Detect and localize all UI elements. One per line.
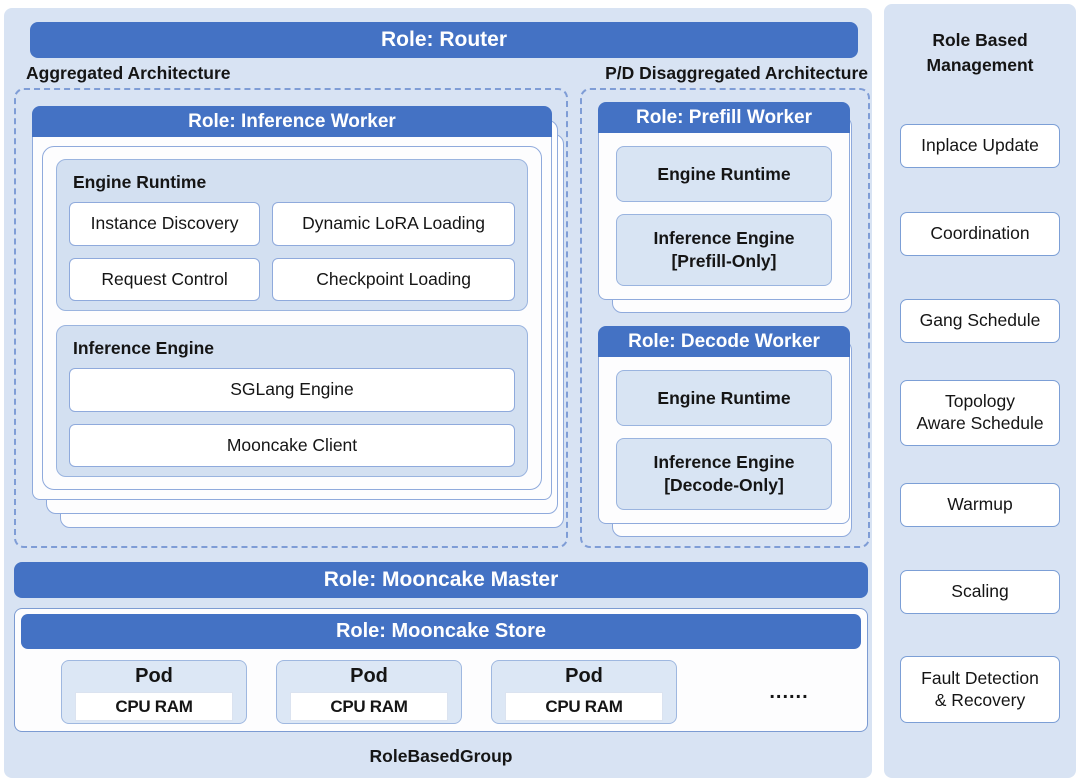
inference-worker-label: Role: Inference Worker	[188, 110, 396, 132]
inference-engine-section: Inference Engine SGLang Engine Mooncake …	[56, 325, 528, 477]
router-role-banner: Role: Router	[30, 22, 858, 58]
aggregated-architecture-box	[14, 88, 568, 548]
more-pods-ellipsis: ......	[769, 680, 809, 703]
cpu-ram-box: CPU RAM	[75, 692, 233, 721]
decode-worker-card: Role: Decode Worker Engine Runtime Infer…	[598, 326, 850, 524]
cpu-ram-box: CPU RAM	[505, 692, 663, 721]
decode-worker-stack: Role: Decode Worker Engine Runtime Infer…	[598, 326, 852, 537]
request-control-box: Request Control	[69, 257, 261, 301]
mooncake-master-label: Role: Mooncake Master	[323, 568, 559, 591]
sidebar-item-fault-detection-recovery: Fault Detection & Recovery	[900, 656, 1060, 723]
mooncake-client-box: Mooncake Client	[69, 423, 515, 467]
mooncake-store-card: Role: Mooncake Store Pod CPU RAM Pod CPU…	[14, 608, 868, 732]
pod-2: Pod CPU RAM	[276, 660, 462, 724]
sglang-engine-box: SGLang Engine	[69, 368, 515, 412]
role-based-management-panel: Role Based Management Inplace Update Coo…	[884, 4, 1076, 778]
role-based-management-title: Role Based Management	[926, 30, 1034, 75]
sidebar-item-inplace-update: Inplace Update	[900, 124, 1060, 168]
decode-worker-label: Role: Decode Worker	[628, 330, 820, 352]
decode-inference-engine-box: Inference Engine [Decode-Only]	[616, 438, 832, 510]
instance-discovery-box: Instance Discovery	[69, 202, 261, 246]
mooncake-master-banner: Role: Mooncake Master	[14, 562, 868, 598]
router-role-label: Role: Router	[381, 28, 507, 51]
pod-title: Pod	[135, 664, 173, 687]
pod-title: Pod	[565, 664, 603, 687]
sidebar-item-topology-aware-schedule: Topology Aware Schedule	[900, 380, 1060, 446]
sidebar-item-coordination: Coordination	[900, 212, 1060, 256]
inference-worker-stack: Role: Inference Worker Engine Runtime In…	[32, 106, 564, 528]
inference-worker-banner: Role: Inference Worker	[32, 106, 552, 137]
sidebar-item-warmup: Warmup	[900, 483, 1060, 527]
dynamic-lora-loading-box: Dynamic LoRA Loading	[272, 202, 515, 246]
pod-title: Pod	[350, 664, 388, 687]
inference-worker-inner-panel: Engine Runtime Instance Discovery Dynami…	[42, 146, 542, 490]
engine-runtime-title: Engine Runtime	[73, 172, 207, 192]
aggregated-architecture-label: Aggregated Architecture	[26, 63, 231, 83]
cpu-ram-box: CPU RAM	[290, 692, 448, 721]
decode-worker-banner: Role: Decode Worker	[598, 326, 850, 357]
sidebar-item-scaling: Scaling	[900, 570, 1060, 614]
inference-engine-list: SGLang Engine Mooncake Client	[69, 368, 515, 467]
mooncake-store-banner: Role: Mooncake Store	[21, 614, 861, 649]
inference-worker-body: Engine Runtime Instance Discovery Dynami…	[32, 137, 552, 500]
prefill-worker-card: Role: Prefill Worker Engine Runtime Infe…	[598, 102, 850, 300]
rolebasedgroup-panel: Role: Router Aggregated Architecture P/D…	[4, 8, 872, 778]
decode-engine-runtime-box: Engine Runtime	[616, 370, 832, 427]
inference-engine-title: Inference Engine	[73, 338, 215, 358]
decode-worker-body: Engine Runtime Inference Engine [Decode-…	[598, 357, 850, 524]
prefill-worker-stack: Role: Prefill Worker Engine Runtime Infe…	[598, 102, 852, 313]
prefill-worker-body: Engine Runtime Inference Engine [Prefill…	[598, 133, 850, 300]
mooncake-store-label: Role: Mooncake Store	[335, 620, 547, 642]
pod-3: Pod CPU RAM	[491, 660, 677, 724]
pd-disaggregated-architecture-label: P/D Disaggregated Architecture	[605, 63, 868, 83]
prefill-worker-label: Role: Prefill Worker	[636, 106, 812, 128]
prefill-engine-runtime-box: Engine Runtime	[616, 146, 832, 203]
engine-runtime-section: Engine Runtime Instance Discovery Dynami…	[56, 159, 528, 311]
engine-runtime-grid: Instance Discovery Dynamic LoRA Loading …	[69, 202, 515, 301]
rolebasedgroup-label: RoleBasedGroup	[369, 746, 513, 766]
pd-disaggregated-architecture-box	[580, 88, 870, 548]
pod-1: Pod CPU RAM	[61, 660, 247, 724]
prefill-inference-engine-box: Inference Engine [Prefill-Only]	[616, 214, 832, 286]
inference-worker-card: Role: Inference Worker Engine Runtime In…	[32, 106, 552, 500]
prefill-worker-banner: Role: Prefill Worker	[598, 102, 850, 133]
checkpoint-loading-box: Checkpoint Loading	[272, 257, 515, 301]
sidebar-item-gang-schedule: Gang Schedule	[900, 299, 1060, 343]
